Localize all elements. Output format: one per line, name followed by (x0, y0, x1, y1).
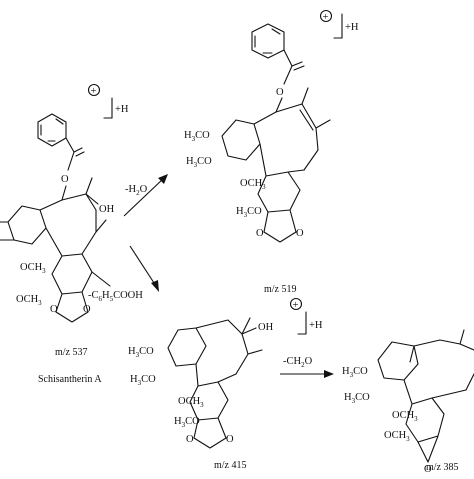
aryl-ring-a-415 (167, 327, 207, 367)
aryl-ring-b-519 (257, 171, 301, 213)
meo-2-415: H3CO (130, 374, 156, 387)
arrow-ch2o-loss: -CH2O (280, 356, 334, 378)
och3-385: OCH3 (392, 410, 418, 423)
methylenedioxy-519 (263, 209, 297, 243)
proton-label-415: +H (309, 320, 323, 331)
och3-519: OCH3 (240, 178, 266, 191)
charge-symbol-519: + (323, 12, 329, 23)
meo-2-385: H3CO (344, 392, 370, 405)
charge-symbol-1: + (91, 86, 97, 97)
ester-oxygen-label: O (61, 174, 69, 185)
svg-text:O: O (296, 228, 304, 239)
aryl-ring-a-385 (377, 341, 419, 381)
ion-385-structure: O H3CO H3CO OCH3 OCH3 m/z 385 (342, 329, 474, 475)
mz-519-label: m/z 519 (264, 284, 297, 295)
och3-label-1: OCH3 (20, 262, 46, 275)
oh-415: OH (258, 322, 274, 333)
water-loss-label: -H2O (125, 184, 148, 197)
benzoic-acid-loss-label: -C6H5COOH (88, 290, 143, 303)
proton-label-1: +H (115, 104, 129, 115)
mz-415-label: m/z 415 (214, 460, 247, 471)
ch2o-loss-label: -CH2O (283, 356, 313, 369)
ion-519-structure: O O O H3CO H3CO OCH3 H3CO m/z 519 + +H (184, 9, 359, 295)
svg-text:O: O (83, 304, 91, 315)
aryl-ring-a-519 (221, 119, 261, 161)
meo-3-519: H3CO (236, 206, 262, 219)
aryl-ring-b (51, 253, 93, 295)
meo-2-519: H3CO (186, 156, 212, 169)
schisantherin-a-name: Schisantherin A (38, 374, 102, 385)
methylenedioxy (55, 291, 89, 323)
oh-label: OH (99, 204, 115, 215)
schisantherin-a-structure: O O O OH OCH3 OCH3 -C6H5COOH m/z 537 Sch… (0, 83, 143, 385)
och3-label-2: OCH3 (16, 294, 42, 307)
aryl-ring-a (7, 205, 47, 245)
svg-text:O: O (186, 434, 194, 445)
arrow-benzoic-acid-loss (129, 245, 159, 292)
benzoyl-ring (37, 113, 67, 147)
svg-text:O: O (276, 87, 284, 98)
och3-415: OCH3 (178, 396, 204, 409)
benzoyl-ring-519 (251, 23, 285, 59)
charge-symbol-415: + (293, 300, 299, 311)
charge-circle-415 (289, 297, 303, 311)
meo-3-415: H3CO (174, 416, 200, 429)
svg-text:O: O (50, 304, 58, 315)
proton-label-519: +H (345, 22, 359, 33)
charge-circle-1 (87, 83, 101, 97)
cyclooctadiene-ring (61, 193, 97, 255)
mz-537-label: m/z 537 (55, 347, 88, 358)
meo-1-519: H3CO (184, 130, 210, 143)
methylenedioxy-415 (193, 417, 227, 449)
svg-text:O: O (226, 434, 234, 445)
charge-circle-519 (319, 9, 333, 23)
och3-2-385: OCH3 (384, 430, 410, 443)
meo-1-415: H3CO (128, 346, 154, 359)
svg-text:O: O (256, 228, 264, 239)
epoxide-385 (417, 435, 439, 463)
cyclooctadiene-385 (413, 339, 474, 351)
svg-text:O: O (424, 464, 432, 474)
cyclooctadiene-415 (195, 319, 249, 375)
meo-1-385: H3CO (342, 366, 368, 379)
cyclooctadiene-519 (275, 103, 319, 171)
arrow-water-loss: -H2O (123, 174, 168, 217)
mz-385-label: m/z 385 (426, 462, 459, 473)
ion-415-structure: O O H3CO H3CO OH OCH3 H3CO m/z 415 + +H (128, 297, 323, 471)
